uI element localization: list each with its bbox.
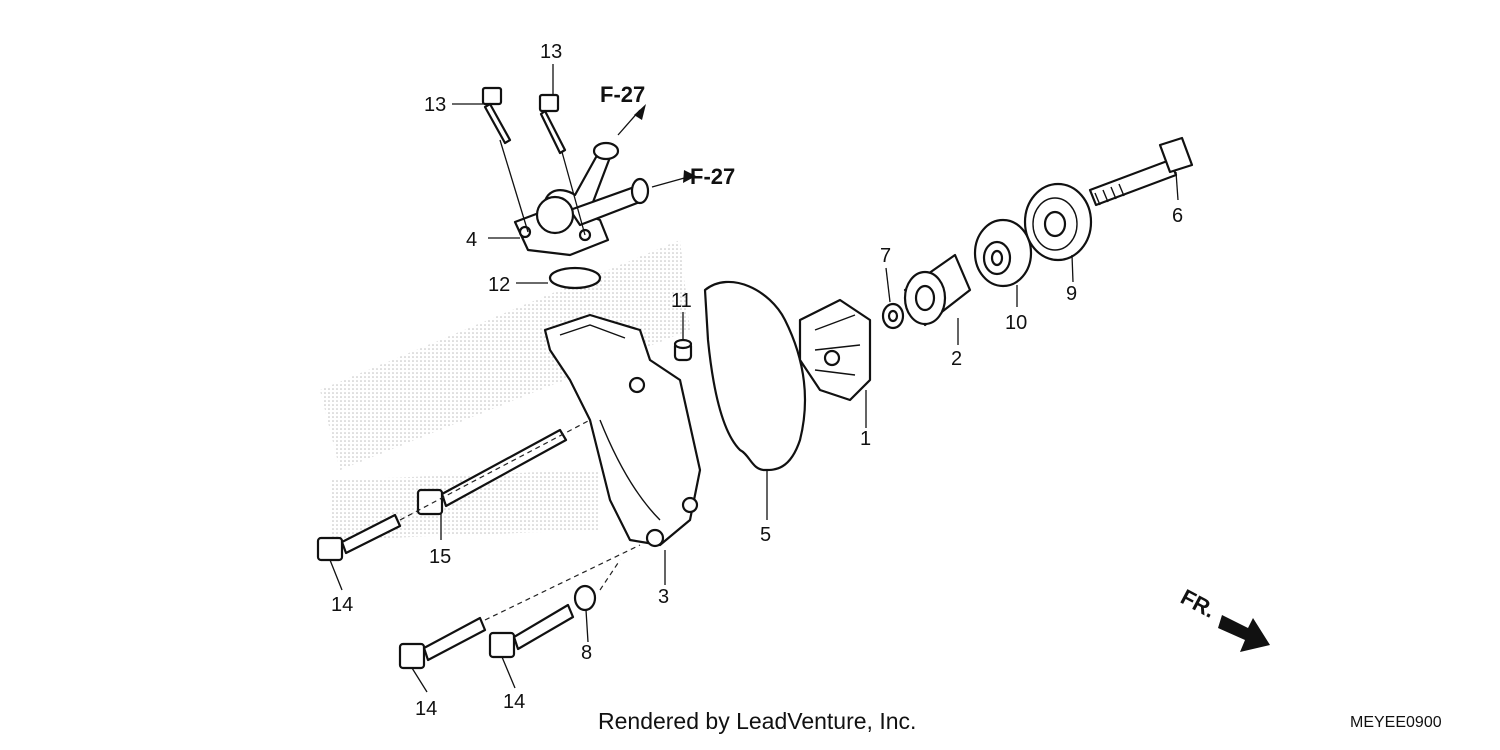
gasket-5[interactable] — [703, 280, 807, 472]
washer-8[interactable] — [573, 584, 597, 612]
callout-5: 5 — [760, 524, 771, 546]
dowel-pin-11[interactable] — [673, 338, 693, 362]
o-ring-12[interactable] — [548, 266, 602, 290]
callout-11: 11 — [671, 290, 692, 312]
reference-f27-top: F-27 — [600, 82, 645, 107]
water-pump-cover[interactable] — [543, 313, 702, 548]
impeller-1[interactable] — [798, 298, 872, 402]
bolt-14-bottom-left[interactable] — [398, 616, 487, 670]
bearing-9[interactable] — [1023, 182, 1093, 262]
leader-lines — [329, 64, 1179, 693]
callout-6: 6 — [1172, 205, 1183, 227]
callout-13-left: 13 — [424, 94, 446, 116]
bolt-14-bottom-right[interactable] — [488, 603, 575, 659]
front-direction-arrow: FR. — [1177, 584, 1270, 652]
callout-13-top: 13 — [540, 41, 562, 63]
pump-shaft-6[interactable] — [1088, 136, 1194, 207]
bolt-15[interactable] — [416, 428, 568, 516]
arrow-f27-right — [683, 170, 696, 183]
callout-7: 7 — [880, 245, 891, 267]
callout-15: 15 — [429, 546, 451, 568]
diagram-code: MEYEE0900 — [1350, 714, 1442, 731]
callout-9: 9 — [1066, 283, 1077, 305]
callout-10: 10 — [1005, 312, 1027, 334]
callout-3: 3 — [658, 586, 669, 608]
callout-8: 8 — [581, 642, 592, 664]
reference-f27-right: F-27 — [690, 164, 735, 189]
water-outlet-cover[interactable] — [513, 141, 650, 257]
render-credit: Rendered by LeadVenture, Inc. — [598, 708, 917, 734]
front-direction-label: FR. — [1177, 584, 1220, 623]
bolt-14-left[interactable] — [316, 513, 402, 562]
callout-12: 12 — [488, 274, 510, 296]
arrow-f27-top — [634, 104, 646, 120]
oil-seal-10[interactable] — [973, 218, 1033, 288]
callout-14-left: 14 — [331, 594, 353, 616]
bolt-13-right[interactable] — [538, 93, 567, 155]
callout-1: 1 — [860, 428, 871, 450]
mechanical-seal-2[interactable] — [903, 253, 972, 327]
callout-14-bottom-left: 14 — [415, 698, 437, 720]
callout-2: 2 — [951, 348, 962, 370]
callout-14-bottom-right: 14 — [503, 691, 525, 713]
callout-4: 4 — [466, 229, 477, 251]
bolt-13-left[interactable] — [481, 86, 512, 145]
